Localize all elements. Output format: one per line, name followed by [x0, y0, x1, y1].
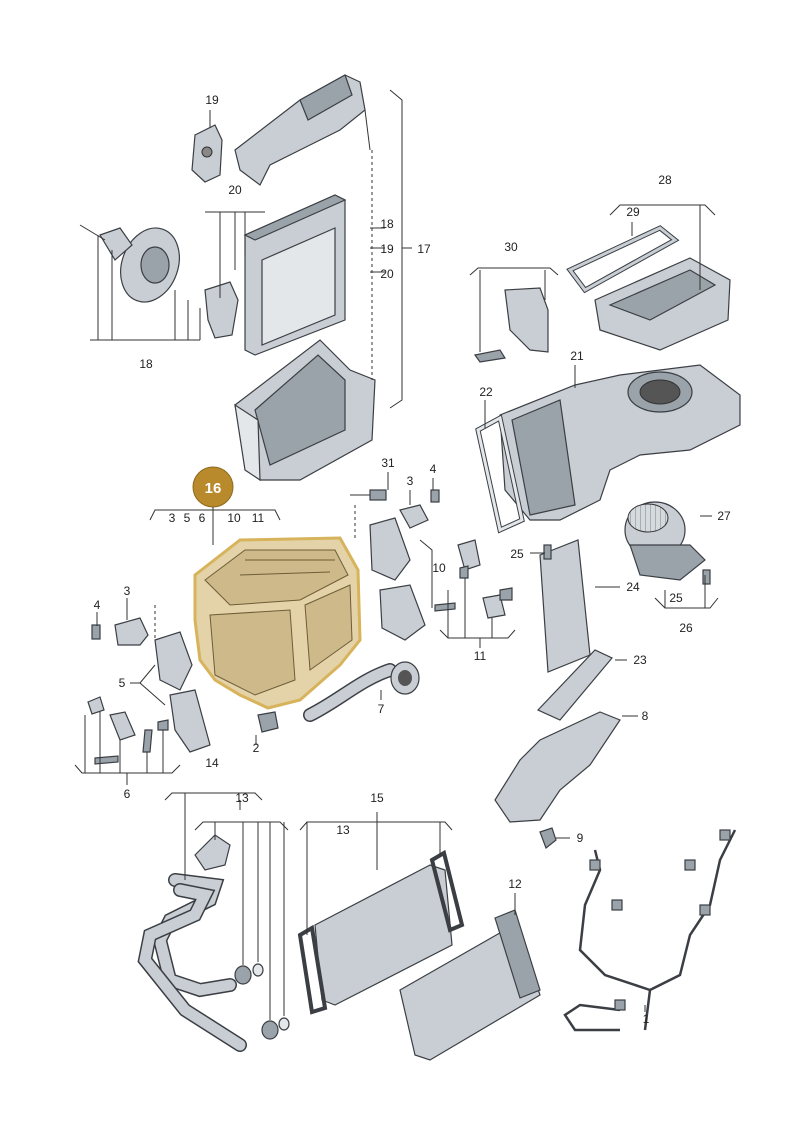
part-15-heater-core[interactable]	[297, 849, 465, 1015]
part-24-cabin-filter[interactable]	[539, 539, 591, 673]
part-3-actuator-right[interactable]	[399, 504, 429, 529]
part-17-evaporator-housing-lower[interactable]	[234, 339, 376, 482]
part-27-blower-motor[interactable]	[624, 501, 706, 581]
highlight-badge[interactable]: 16	[192, 466, 234, 508]
part-21-blower-housing[interactable]	[499, 364, 741, 521]
part-3-actuator-left[interactable]	[114, 617, 149, 646]
part-9-clip[interactable]	[539, 827, 557, 849]
part-28-housing-upper[interactable]	[594, 257, 731, 351]
part-8-air-duct[interactable]	[494, 711, 621, 823]
part-29-seal[interactable]	[566, 225, 680, 294]
part-25-screw[interactable]	[543, 544, 711, 585]
part-19-bracket[interactable]	[191, 124, 223, 183]
part-4-screw-right[interactable]	[430, 489, 440, 503]
part-13-seals[interactable]	[234, 963, 290, 1040]
part-18-evaporator-core[interactable]	[243, 194, 347, 356]
part-10-actuator-group[interactable]	[369, 517, 426, 641]
part-12-heater-core-small[interactable]	[399, 909, 541, 1061]
part-14-pipes[interactable]	[137, 873, 247, 1052]
badge-label: 16	[205, 480, 222, 497]
part-1-wiring-harness[interactable]	[563, 829, 737, 1032]
part-17-upper-bracket[interactable]	[234, 74, 371, 186]
part-18-expansion-valve[interactable]	[79, 220, 239, 339]
part-16-heater-box-highlighted[interactable]	[193, 536, 362, 710]
part-7-hose[interactable]	[303, 661, 420, 722]
part-5-actuator-left[interactable]	[154, 631, 211, 753]
part-6-levers[interactable]	[87, 696, 169, 765]
part-22-gasket[interactable]	[475, 414, 525, 534]
part-4-screw-left[interactable]	[91, 624, 101, 640]
part-31-sensor[interactable]	[350, 489, 387, 501]
part-2-clip[interactable]	[257, 711, 279, 733]
part-30-filter-cover[interactable]	[473, 287, 549, 363]
part-23-filter-frame[interactable]	[536, 649, 613, 721]
part-11-levers[interactable]	[434, 539, 513, 619]
part-13-bracket[interactable]	[194, 834, 231, 871]
